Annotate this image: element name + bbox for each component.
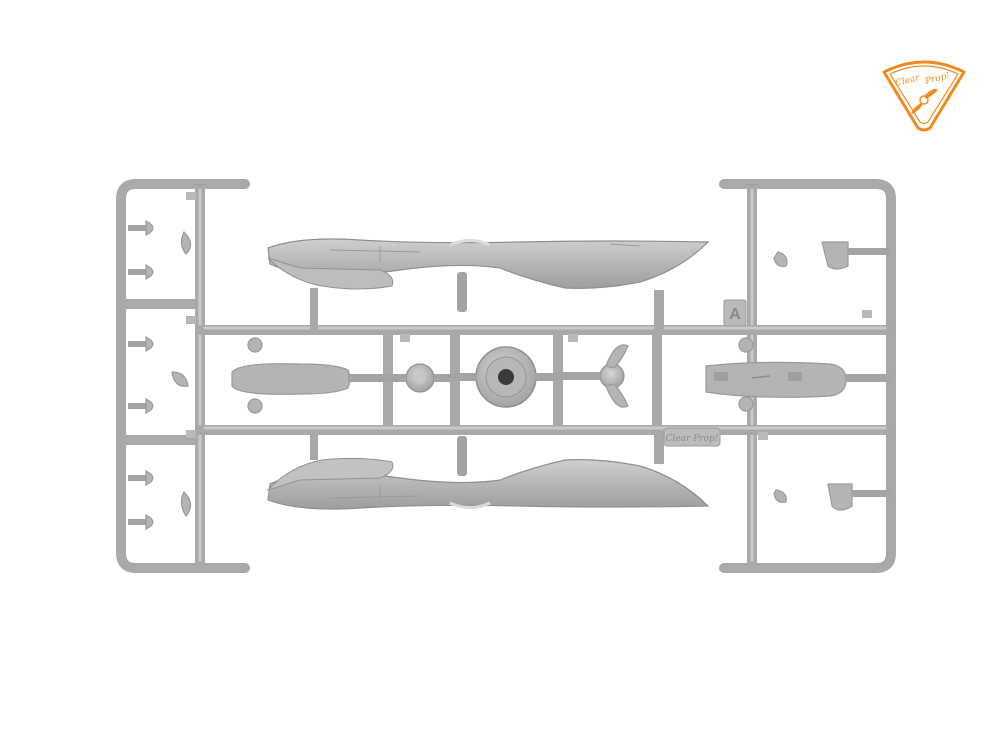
logo-text-clear: Clear [894, 73, 921, 89]
small-parts-left [128, 220, 192, 530]
fuselage-half-upper [267, 238, 710, 330]
part-engine-cowling [705, 337, 891, 412]
part-number-tabs [186, 192, 872, 440]
embossed-brand-text: Clear Prop! [666, 434, 719, 444]
logo-text-prop: Prop! [923, 71, 951, 87]
sprue-letter-tab: A [723, 299, 747, 327]
embossed-brand-tab: Clear Prop! [663, 427, 721, 447]
clear-prop-logo: Clear Prop! [878, 52, 970, 132]
propeller-icon [911, 88, 938, 114]
part-small-disc [388, 363, 455, 393]
part-propeller-hub [558, 344, 629, 408]
small-parts-right [773, 241, 891, 511]
part-spinner-disc [455, 346, 558, 408]
fuselage-half-lower [266, 430, 710, 510]
sprue-frame-left [116, 179, 250, 573]
sprue-letter: A [729, 306, 741, 323]
part-drop-tank [231, 337, 388, 414]
